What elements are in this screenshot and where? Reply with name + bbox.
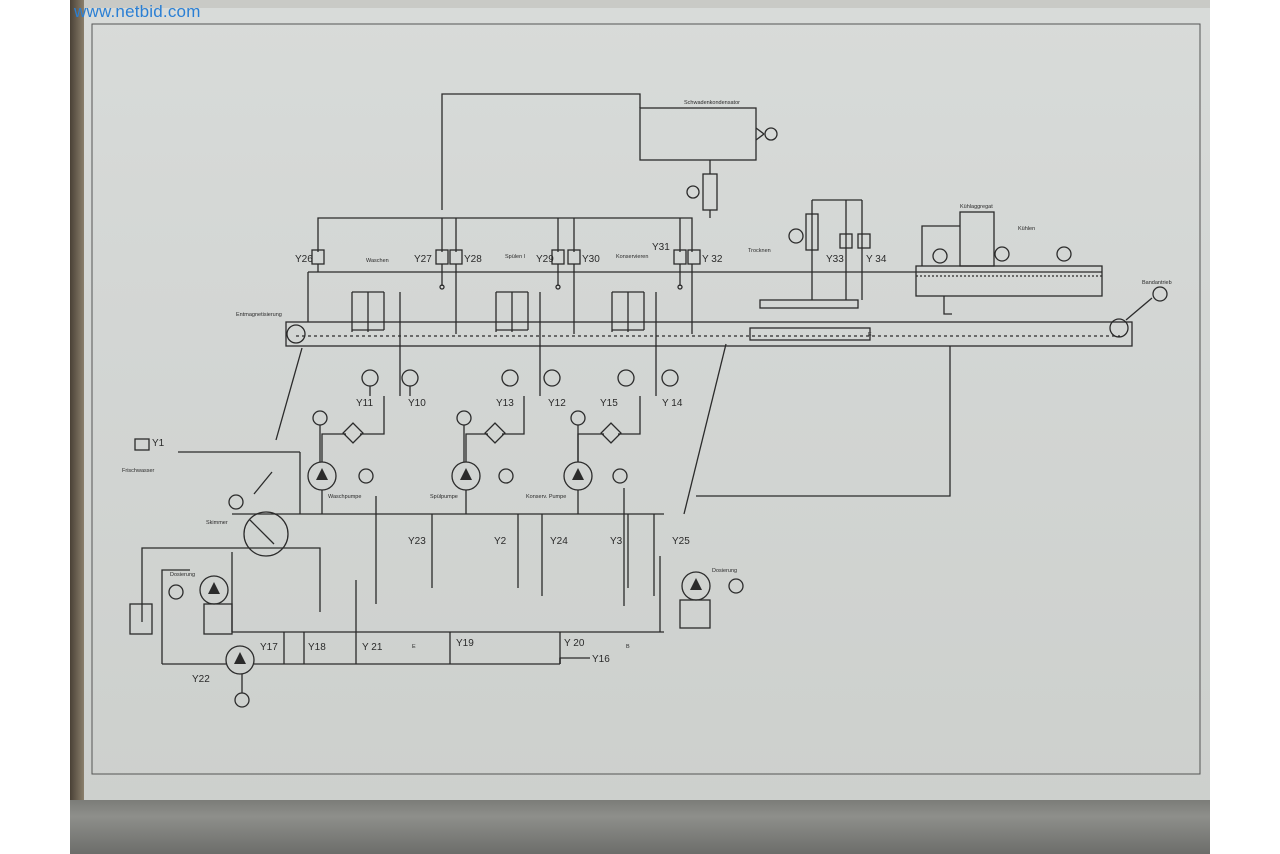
cooling-tank — [915, 265, 1103, 297]
label-kuehlaggregat: Kühlaggregat — [960, 204, 993, 210]
label-y13: Y13 — [496, 398, 514, 409]
condenser-fan — [764, 127, 778, 141]
label-y11: Y11 — [356, 398, 373, 409]
condenser-unit — [639, 107, 757, 161]
label-e2: E — [868, 332, 872, 338]
label-y26: Y26 — [295, 254, 313, 265]
fresh-water-valve — [134, 438, 150, 451]
label-y24: Y24 — [550, 536, 568, 547]
label-y12: Y12 — [548, 398, 566, 409]
label-dosierung-left: Dosierung — [170, 572, 195, 578]
condenser-pump — [686, 185, 700, 199]
label-spuelpumpe: Spülpumpe — [430, 494, 458, 500]
label-y25: Y25 — [672, 536, 690, 547]
conveyor-belt — [285, 321, 1133, 347]
dryer-channel — [749, 327, 871, 341]
sheet-border — [91, 23, 1201, 775]
spuelpumpe-group — [451, 396, 525, 514]
label-entmagnetisierung: Entmagnetisierung — [236, 312, 282, 318]
board-edge — [70, 0, 84, 854]
label-trocknen: Trocknen — [748, 248, 771, 254]
condenser-line-upper — [441, 93, 641, 210]
label-y10: Y10 — [408, 398, 426, 409]
konserv-pumpe-group — [563, 396, 641, 514]
label-y21: Y 21 — [362, 642, 383, 653]
label-y1: Y1 — [152, 438, 165, 449]
label-frischwasser: Frischwasser — [122, 468, 155, 474]
nozzles-preserve — [611, 291, 645, 332]
label-y29: Y29 — [536, 254, 554, 265]
label-y34: Y 34 — [866, 254, 887, 265]
top-header — [317, 217, 693, 252]
label-y3: Y3 — [610, 536, 623, 547]
label-y2: Y2 — [494, 536, 507, 547]
label-waschen: Waschen — [366, 258, 389, 264]
label-schwadenkondensator: Schwadenkondensator — [684, 100, 740, 106]
label-y33: Y33 — [826, 254, 844, 265]
schematic-sheet — [84, 8, 1210, 804]
label-spuelen: Spülen I — [505, 254, 526, 260]
return-line — [696, 346, 951, 497]
label-y18: Y18 — [308, 642, 326, 653]
valve-y26-box — [311, 249, 325, 265]
label-y22: Y22 — [192, 674, 210, 685]
label-y16: Y16 — [592, 654, 610, 665]
dryer-blower — [759, 299, 859, 309]
label-y19: Y19 — [456, 638, 474, 649]
label-dosierung-right: Dosierung — [712, 568, 737, 574]
label-y31: Y31 — [652, 242, 670, 253]
main-drain-pump — [225, 645, 255, 675]
label-konservieren: Konservieren — [616, 254, 648, 260]
label-konserv-pumpe: Konserv. Pumpe — [526, 494, 566, 500]
condenser-filter — [702, 173, 718, 211]
label-y32: Y 32 — [702, 254, 723, 265]
dryer-fan — [788, 228, 804, 244]
watermark-text: www.netbid.com — [74, 2, 201, 21]
drive-motor — [1152, 286, 1168, 302]
label-y15: Y15 — [600, 398, 618, 409]
skimmer-unit — [243, 511, 289, 557]
label-y28: Y28 — [464, 254, 482, 265]
waschpumpe-group — [307, 396, 385, 514]
nozzles-rinse — [495, 291, 529, 332]
entmag-roller — [286, 324, 306, 344]
label-y30: Y30 — [582, 254, 600, 265]
label-waschpumpe: Waschpumpe — [328, 494, 361, 500]
drive-roller — [1109, 318, 1129, 338]
metal-frame-bottom — [70, 800, 1210, 854]
dryer-heater — [805, 213, 819, 251]
label-bandantrieb: Bandantrieb — [1142, 280, 1172, 286]
label-e1: E — [412, 644, 416, 650]
cooling-aggregate — [959, 211, 995, 267]
label-b: B — [626, 644, 630, 650]
label-skimmer: Skimmer — [206, 520, 228, 526]
nozzles-wash — [351, 291, 385, 332]
label-kuehlen: Kühlen — [1018, 226, 1035, 232]
label-y17: Y17 — [260, 642, 278, 653]
label-y20: Y 20 — [564, 638, 585, 649]
label-y23: Y23 — [408, 536, 426, 547]
label-y27: Y27 — [414, 254, 432, 265]
label-y14: Y 14 — [662, 398, 683, 409]
